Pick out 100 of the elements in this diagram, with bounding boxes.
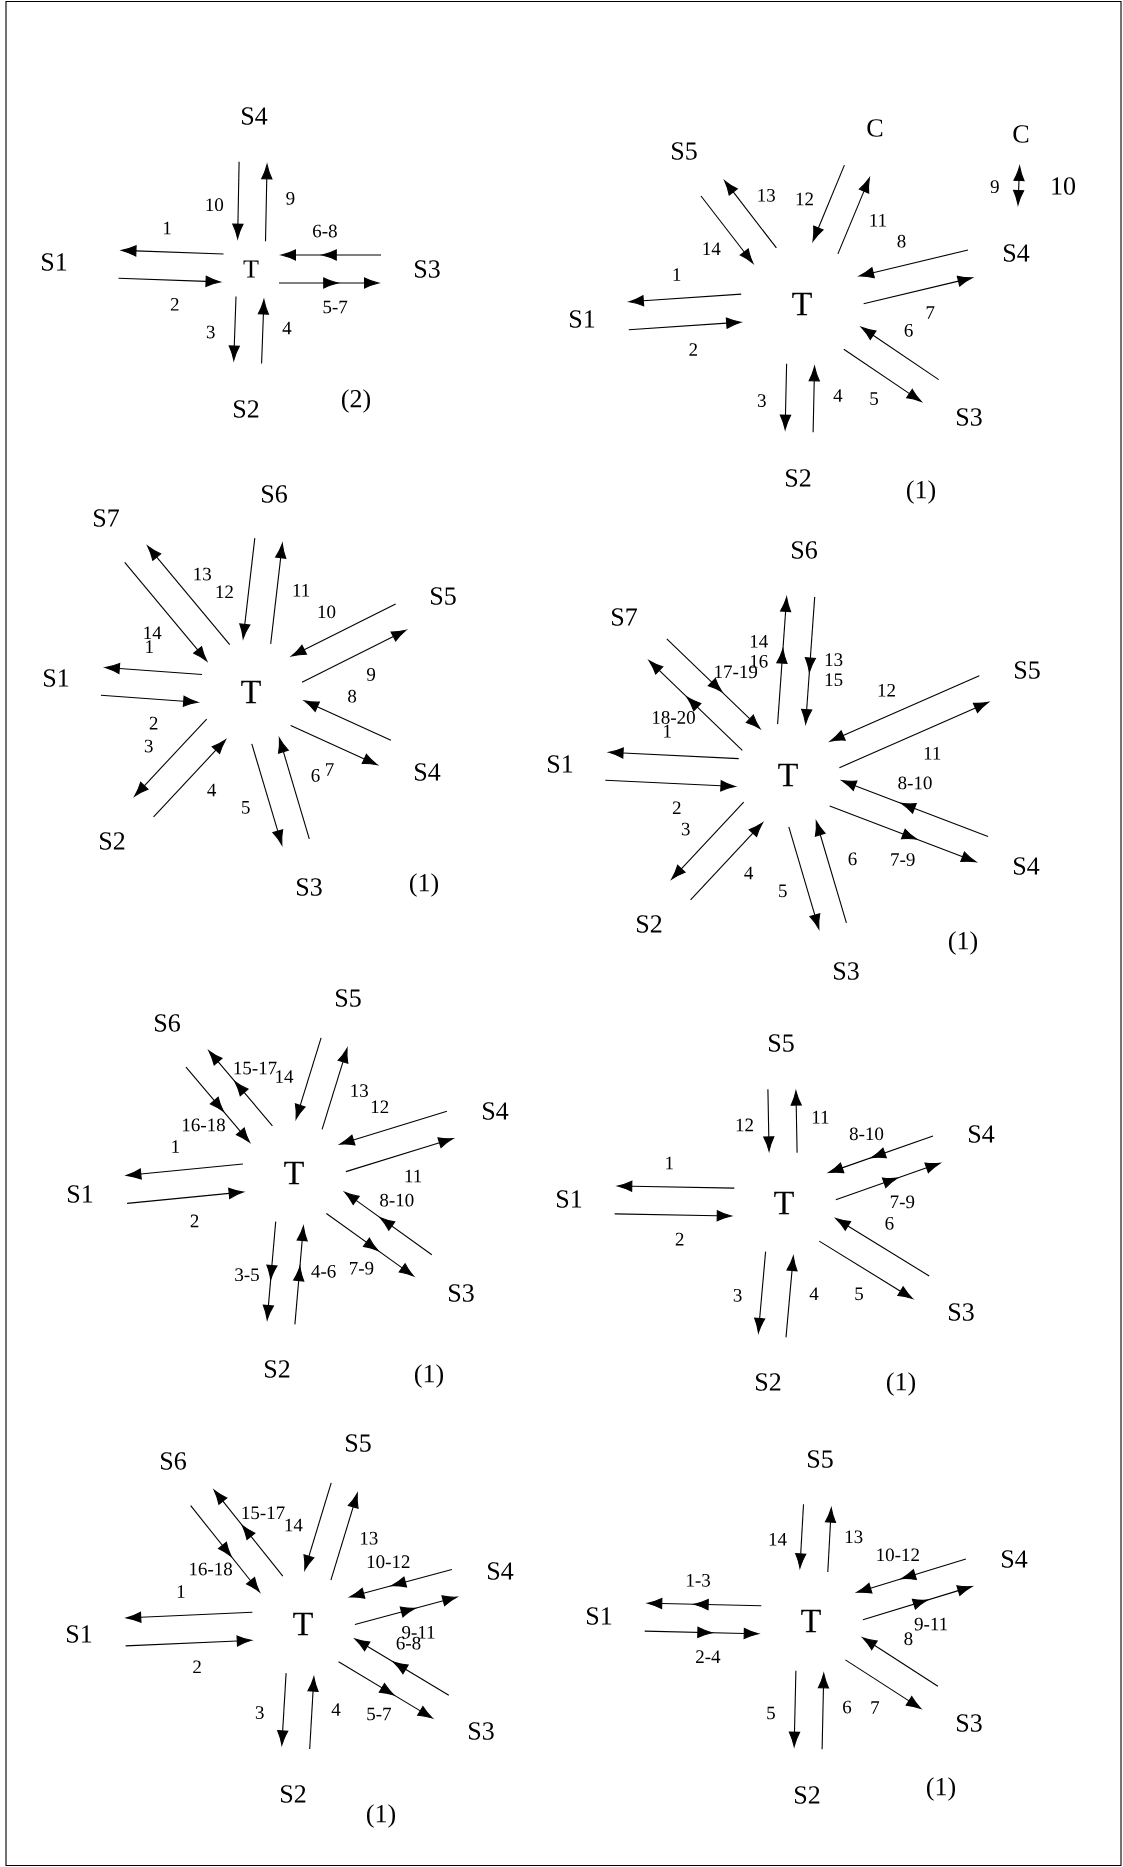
edge-label: 12 (796, 192, 813, 206)
edge-label: 5 (767, 1706, 775, 1720)
arrow (257, 299, 270, 365)
arrow (278, 277, 380, 289)
arrow (354, 1638, 450, 1696)
arrow (648, 660, 743, 751)
arrow (829, 805, 977, 863)
station-label: S3 (449, 1284, 474, 1302)
arrow (251, 743, 284, 846)
edge-label: 3 (206, 325, 215, 339)
station-label: S4 (483, 1102, 509, 1120)
edge-label: 2 (672, 801, 681, 814)
arrow (724, 180, 777, 249)
arrow (354, 1595, 458, 1626)
arrow (856, 1558, 967, 1594)
edge-label: 2 (149, 716, 158, 730)
edge-label: 9 (366, 668, 376, 681)
arrow (666, 638, 761, 730)
station-label: S3 (957, 1714, 982, 1732)
station-label: S4 (242, 107, 268, 125)
edge-label: 6 (311, 769, 320, 782)
edge-label: 5 (855, 1287, 863, 1301)
arrow (628, 293, 742, 307)
station-label: S1 (42, 253, 67, 271)
arrow (239, 537, 256, 639)
edge-label: 12 (371, 1100, 389, 1114)
edge-label: 4 (282, 321, 292, 335)
station-label: S4 (1002, 1550, 1028, 1568)
panel-number: (1) (415, 1364, 443, 1388)
edge-label: 6-8 (313, 224, 337, 238)
arrow (828, 1135, 934, 1174)
panel-number: (1) (949, 931, 977, 955)
hub-label: T (801, 1609, 821, 1633)
arrow (121, 245, 225, 257)
edge-label: 4 (809, 1287, 819, 1300)
arrow (788, 1670, 801, 1747)
arrow (763, 1088, 775, 1152)
arrow (126, 1187, 244, 1204)
edge-label: 10-12 (877, 1548, 919, 1562)
edge-label: 9 (286, 191, 295, 205)
panel-number: (1) (907, 480, 935, 504)
station-label: S5 (1015, 661, 1040, 679)
edge-label: 4 (331, 1703, 341, 1716)
station-label: S6 (792, 541, 817, 559)
station-label: S2 (265, 1360, 290, 1378)
hub-label: T (284, 1161, 304, 1185)
edge-label: 2 (190, 1214, 199, 1228)
station-label: S4 (1004, 244, 1030, 262)
edge-label: 10 (206, 198, 224, 212)
arrow (644, 1626, 759, 1640)
station-label: S6 (155, 1014, 180, 1032)
edge-label: 15-17 (234, 1061, 277, 1075)
panel-number: 10 (1052, 177, 1075, 195)
arrow (838, 701, 989, 769)
station-label: C (1013, 125, 1029, 143)
edge-label: 18-20 (653, 711, 695, 724)
edge-label: 12 (878, 683, 895, 697)
arrow (785, 1255, 798, 1338)
edge-label: 11 (924, 746, 941, 760)
edge-label: 3-5 (235, 1268, 259, 1282)
station-label: S2 (795, 1786, 820, 1804)
arrow (860, 326, 940, 381)
arrow (344, 1191, 433, 1256)
station-label: S3 (834, 962, 859, 980)
arrow (817, 1673, 830, 1750)
edge-label: 11 (293, 584, 310, 597)
edge-label: 14 (144, 626, 162, 640)
arrow (124, 561, 208, 662)
arrow (277, 737, 310, 840)
edge-label: 2 (689, 343, 697, 356)
arrow (863, 275, 973, 305)
station-label: S2 (786, 469, 811, 487)
arrow (277, 1672, 289, 1746)
arrow (100, 694, 199, 707)
arrow (604, 779, 736, 792)
edge-label: 3 (144, 739, 153, 753)
arrow (812, 164, 845, 242)
arrow (862, 1637, 939, 1687)
arrow (303, 700, 392, 741)
edge-label: 3 (757, 394, 766, 407)
station-label: S1 (557, 1190, 582, 1208)
arrow (779, 363, 792, 430)
arrow (213, 1489, 284, 1577)
hub-label: T (241, 680, 261, 704)
station-label: S3 (957, 408, 982, 426)
edge-label: 7 (871, 1701, 880, 1714)
edge-label: 13 (194, 567, 211, 581)
arrow (835, 1218, 930, 1277)
arrow (647, 1597, 762, 1611)
arrow (303, 1482, 332, 1571)
station-label: S4 (488, 1562, 514, 1580)
edge-label: 2 (193, 1660, 201, 1674)
arrow (301, 629, 407, 683)
arrow (185, 1066, 250, 1143)
arrow (824, 1507, 837, 1573)
edge-label: 16-18 (183, 1118, 225, 1132)
edge-label: 8-10 (898, 776, 932, 790)
arrow (232, 161, 244, 239)
station-label: S2 (234, 400, 259, 418)
arrow (818, 1240, 913, 1300)
